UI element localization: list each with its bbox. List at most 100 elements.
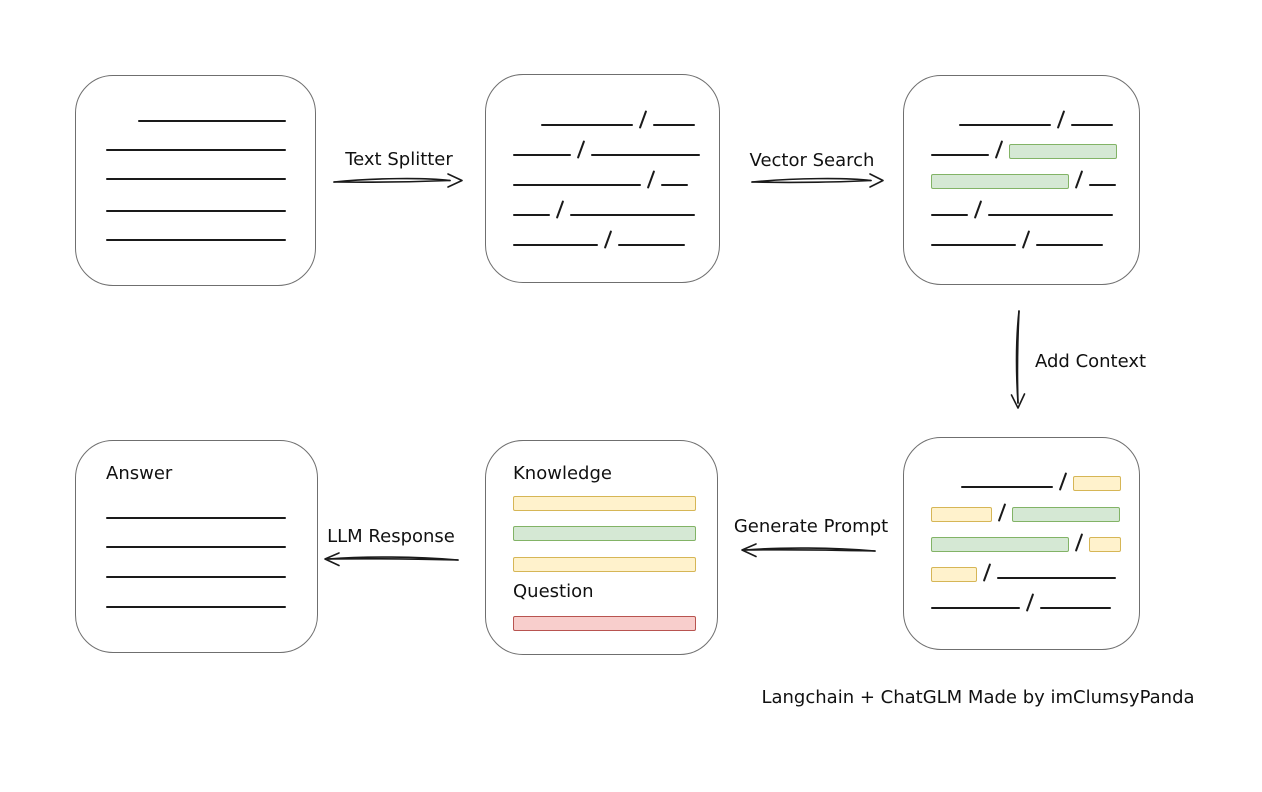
yellow-highlight-bar <box>513 557 696 572</box>
question-heading: Question <box>513 581 594 602</box>
text-line <box>513 154 571 156</box>
source-document-box <box>75 75 316 286</box>
text-line <box>513 184 641 186</box>
text-line <box>106 210 286 212</box>
text-line <box>541 124 633 126</box>
yellow-highlight-chunk <box>1073 476 1121 491</box>
slash-glyph <box>1058 472 1068 491</box>
diagram-row <box>513 511 717 541</box>
diagram-row <box>513 129 719 159</box>
text-line <box>591 154 700 156</box>
indent-gap <box>106 124 138 125</box>
knowledge-heading: Knowledge <box>513 463 612 484</box>
text-splitter-label: Text Splitter <box>345 149 453 170</box>
answer-heading: Answer <box>106 463 173 484</box>
diagram-row <box>106 551 317 581</box>
diagram-row <box>106 215 315 244</box>
green-highlight-chunk <box>1012 507 1120 522</box>
credit-caption: Langchain + ChatGLM Made by imClumsyPand… <box>761 687 1195 708</box>
slash-separator <box>603 229 613 249</box>
indent-gap <box>513 128 541 129</box>
slash-glyph <box>997 503 1007 522</box>
slash-separator <box>1074 532 1084 552</box>
slash-separator <box>994 139 1004 159</box>
indent-gap <box>931 128 959 129</box>
text-line <box>997 577 1116 579</box>
slash-separator <box>1074 169 1084 189</box>
text-line <box>106 517 286 519</box>
text-line <box>106 178 286 180</box>
diagram-row <box>931 552 1139 582</box>
diagram-row <box>106 485 317 522</box>
slash-glyph <box>982 563 992 582</box>
diagram-row <box>931 129 1139 159</box>
diagram-row <box>931 219 1139 249</box>
slash-glyph <box>1074 170 1084 189</box>
vector-matched-chunks-box <box>903 75 1140 285</box>
text-line <box>1040 607 1111 609</box>
text-line <box>1071 124 1113 126</box>
text-line <box>959 124 1051 126</box>
diagram-row: Question <box>513 572 717 603</box>
diagram-row <box>931 522 1139 552</box>
diagram-row <box>931 95 1139 129</box>
text-line <box>513 244 598 246</box>
slash-separator <box>555 199 565 219</box>
diagram-row <box>106 183 315 215</box>
text-line <box>661 184 688 186</box>
slash-separator <box>982 562 992 582</box>
diagram-row <box>513 485 717 511</box>
diagram-row <box>931 189 1139 219</box>
diagram-row <box>931 491 1139 522</box>
slash-glyph <box>555 200 565 219</box>
indent-gap <box>931 490 961 491</box>
text-line <box>138 120 286 122</box>
slash-separator <box>576 139 586 159</box>
add-context-arrow <box>1010 310 1026 409</box>
diagram-row <box>513 159 719 189</box>
diagram-row <box>513 603 717 631</box>
text-line <box>106 239 286 241</box>
slash-glyph <box>1025 593 1035 612</box>
diagram-row <box>106 581 317 611</box>
text-line <box>106 149 286 151</box>
split-chunks-box <box>485 74 720 283</box>
diagram-row <box>513 189 719 219</box>
generate-prompt-arrow <box>741 543 876 558</box>
diagram-row <box>931 159 1139 189</box>
diagram-row <box>513 219 719 249</box>
diagram-row <box>931 457 1139 491</box>
yellow-highlight-chunk <box>1089 537 1121 552</box>
diagram-row <box>513 541 717 572</box>
add-context-label: Add Context <box>1035 351 1147 372</box>
text-line <box>931 607 1020 609</box>
diagram-row <box>106 154 315 183</box>
yellow-highlight-chunk <box>931 507 992 522</box>
slash-separator <box>1025 592 1035 612</box>
llm-response-label: LLM Response <box>327 526 455 547</box>
yellow-highlight-bar <box>513 496 696 511</box>
generate-prompt-label: Generate Prompt <box>733 516 889 537</box>
diagram-row <box>106 91 315 125</box>
slash-glyph <box>638 110 648 129</box>
slash-separator <box>1058 471 1068 491</box>
diagram-row <box>931 582 1139 612</box>
slash-separator <box>638 109 648 129</box>
slash-separator <box>973 199 983 219</box>
slash-glyph <box>973 200 983 219</box>
text-line <box>931 154 989 156</box>
diagram-row <box>513 95 719 129</box>
diagram-row: Knowledge <box>513 453 717 485</box>
text-line <box>106 576 286 578</box>
text-line <box>513 214 550 216</box>
green-highlight-chunk <box>931 174 1069 189</box>
text-splitter-arrow <box>333 173 463 188</box>
answer-box: Answer <box>75 440 318 653</box>
slash-separator <box>997 502 1007 522</box>
green-highlight-bar <box>513 526 696 541</box>
slash-glyph <box>646 170 656 189</box>
text-line <box>931 214 968 216</box>
text-line <box>931 244 1016 246</box>
slash-glyph <box>1021 230 1031 249</box>
